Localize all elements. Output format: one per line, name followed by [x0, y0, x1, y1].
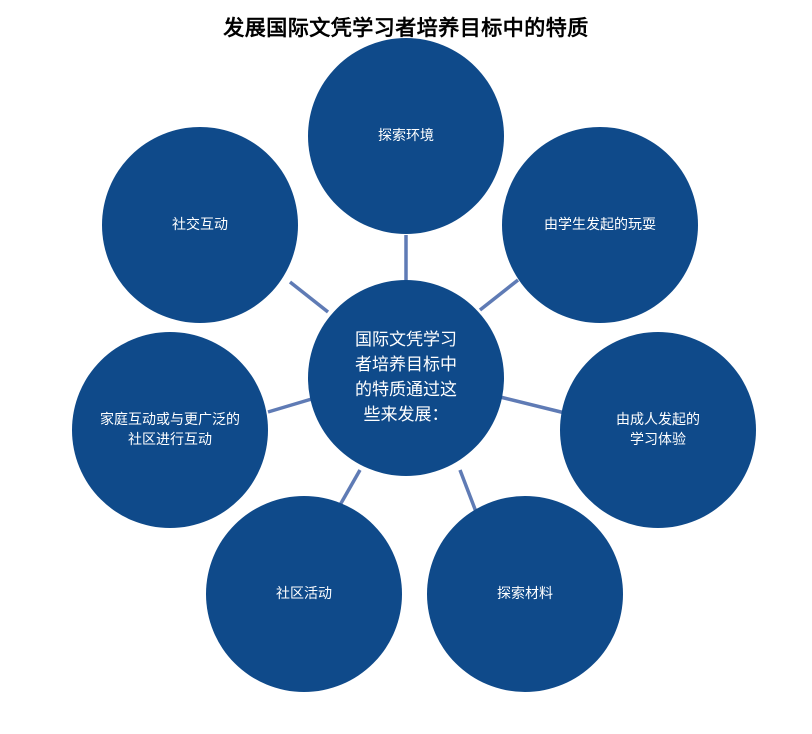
diagram-title: 发展国际文凭学习者培养目标中的特质 [223, 16, 589, 40]
label-community-activities: 社区活动 [276, 586, 332, 602]
node-adult-learning [560, 332, 756, 528]
connectors [267, 235, 566, 518]
node-social-interaction [102, 127, 298, 323]
circles [72, 38, 756, 692]
label-social-interaction: 社交互动 [172, 217, 228, 233]
node-explore-environment [308, 38, 504, 234]
node-center [308, 280, 504, 476]
label-explore-materials: 探索材料 [497, 586, 553, 602]
connector-social-interaction [288, 280, 330, 314]
connector-adult-learning [499, 395, 566, 415]
node-family-interaction [72, 332, 268, 528]
connector-family-interaction [267, 396, 316, 414]
connector-community-activities [338, 469, 362, 506]
node-explore-materials [427, 496, 623, 692]
node-student-play [502, 127, 698, 323]
connector-explore-materials [458, 469, 480, 518]
label-center: 国际文凭学习者培养目标中的特质通过这些来发展： [355, 330, 457, 425]
label-family-interaction: 家庭互动或与更广泛的社区进行互动 [100, 412, 240, 448]
label-adult-learning: 由成人发起的学习体验 [616, 412, 700, 448]
connector-student-play [478, 278, 520, 312]
label-explore-environment: 探索环境 [378, 128, 434, 144]
node-community-activities [206, 496, 402, 692]
label-student-play: 由学生发起的玩耍 [544, 217, 656, 233]
